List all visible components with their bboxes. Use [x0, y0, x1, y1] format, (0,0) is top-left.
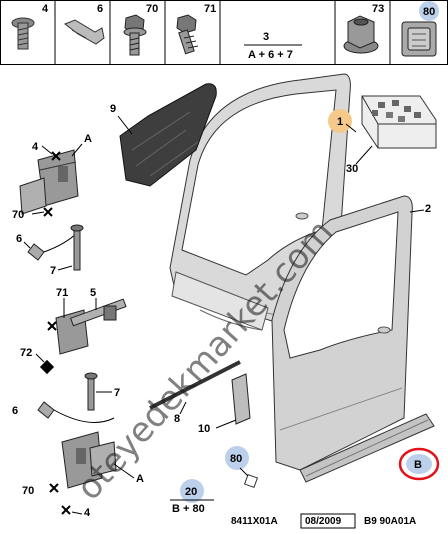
door-clip-icon: [401, 21, 437, 57]
callout-72: 72: [20, 347, 32, 359]
header-number-73: 73: [372, 3, 384, 15]
header-number-70: 70: [146, 3, 158, 15]
bracket-10: [231, 373, 251, 425]
callout-A-top: A: [84, 133, 92, 145]
door-membrane-9: 9: [110, 83, 217, 187]
bolt-thread-icon: [176, 14, 199, 55]
cross-mark: [61, 505, 71, 515]
footer-ref: 8411X01A: [231, 516, 278, 527]
header-number-6: 6: [97, 3, 103, 15]
rod-8: [149, 360, 241, 410]
callout-2: 2: [425, 203, 431, 215]
callout-7-lower: 7: [114, 387, 120, 399]
callout-8: 8: [174, 413, 180, 425]
door-check-5: [55, 298, 127, 355]
clip-6-upper: [27, 243, 45, 261]
callout-20: 20: [185, 486, 197, 498]
stud-7-lower: [84, 372, 98, 411]
callout-20-formula: B + 80: [172, 503, 205, 515]
lower-hinge: [61, 431, 117, 489]
callout-30: 30: [346, 163, 358, 175]
footer-date: 08/2009: [305, 516, 342, 527]
upper-hinge: [19, 149, 79, 215]
callout-10: 10: [198, 423, 210, 435]
marker-diamond: [39, 359, 55, 375]
accent-circle: [180, 479, 204, 503]
footer: 8411X01A 08/2009 B9 90A01A: [231, 513, 416, 529]
callout-71: 71: [56, 287, 68, 299]
bolt-washer-icon: [123, 14, 147, 56]
accent-circle: [406, 454, 432, 474]
callout-9: 9: [110, 103, 116, 115]
callout-6-upper: 6: [16, 233, 22, 245]
callout-70-top: 70: [12, 209, 24, 221]
callout-1: 1: [337, 116, 343, 128]
header-number-4: 4: [42, 3, 49, 15]
assembly-formula: A + 6 + 7: [248, 49, 293, 61]
assembly-number: 3: [263, 31, 269, 43]
screw-flange-icon: [11, 17, 35, 50]
header-number-80: 80: [423, 6, 435, 18]
header-number-71: 71: [204, 3, 216, 15]
callout-5: 5: [90, 287, 96, 299]
cross-mark: [43, 207, 53, 217]
accent-circle: [225, 446, 249, 470]
orange-circle: [328, 109, 352, 133]
sill-moulding: [299, 413, 435, 483]
callout-80: 80: [230, 453, 242, 465]
callout-7-upper: 7: [50, 265, 56, 277]
callout-6-lower: 6: [12, 405, 18, 417]
footer-date-box: [300, 513, 356, 529]
callout-A-bottom: A: [136, 473, 144, 485]
cross-mark: [49, 483, 59, 493]
cross-mark: [51, 151, 61, 161]
cross-mark: [47, 321, 57, 331]
clip-6-lower: [37, 401, 55, 419]
flange-nut-icon: [343, 15, 379, 54]
accent-circle: [419, 1, 439, 21]
header-strip: 4 6 70 71 73: [0, 0, 448, 65]
assembly-label: 3 A + 6 + 7: [244, 31, 302, 61]
stud-7-upper: [70, 224, 84, 271]
clip-set-30: 30: [346, 95, 437, 175]
callout-4-bottom: 4: [84, 507, 91, 519]
callout-70-bottom: 70: [22, 485, 34, 497]
callout-4-top: 4: [32, 141, 39, 153]
highlight-ring: [398, 447, 440, 481]
door-panel-2: [271, 195, 413, 471]
clip-icon: [63, 19, 105, 45]
footer-code: B9 90A01A: [364, 516, 416, 527]
callout-B: B: [414, 459, 422, 471]
clip-80-small: [243, 473, 259, 489]
